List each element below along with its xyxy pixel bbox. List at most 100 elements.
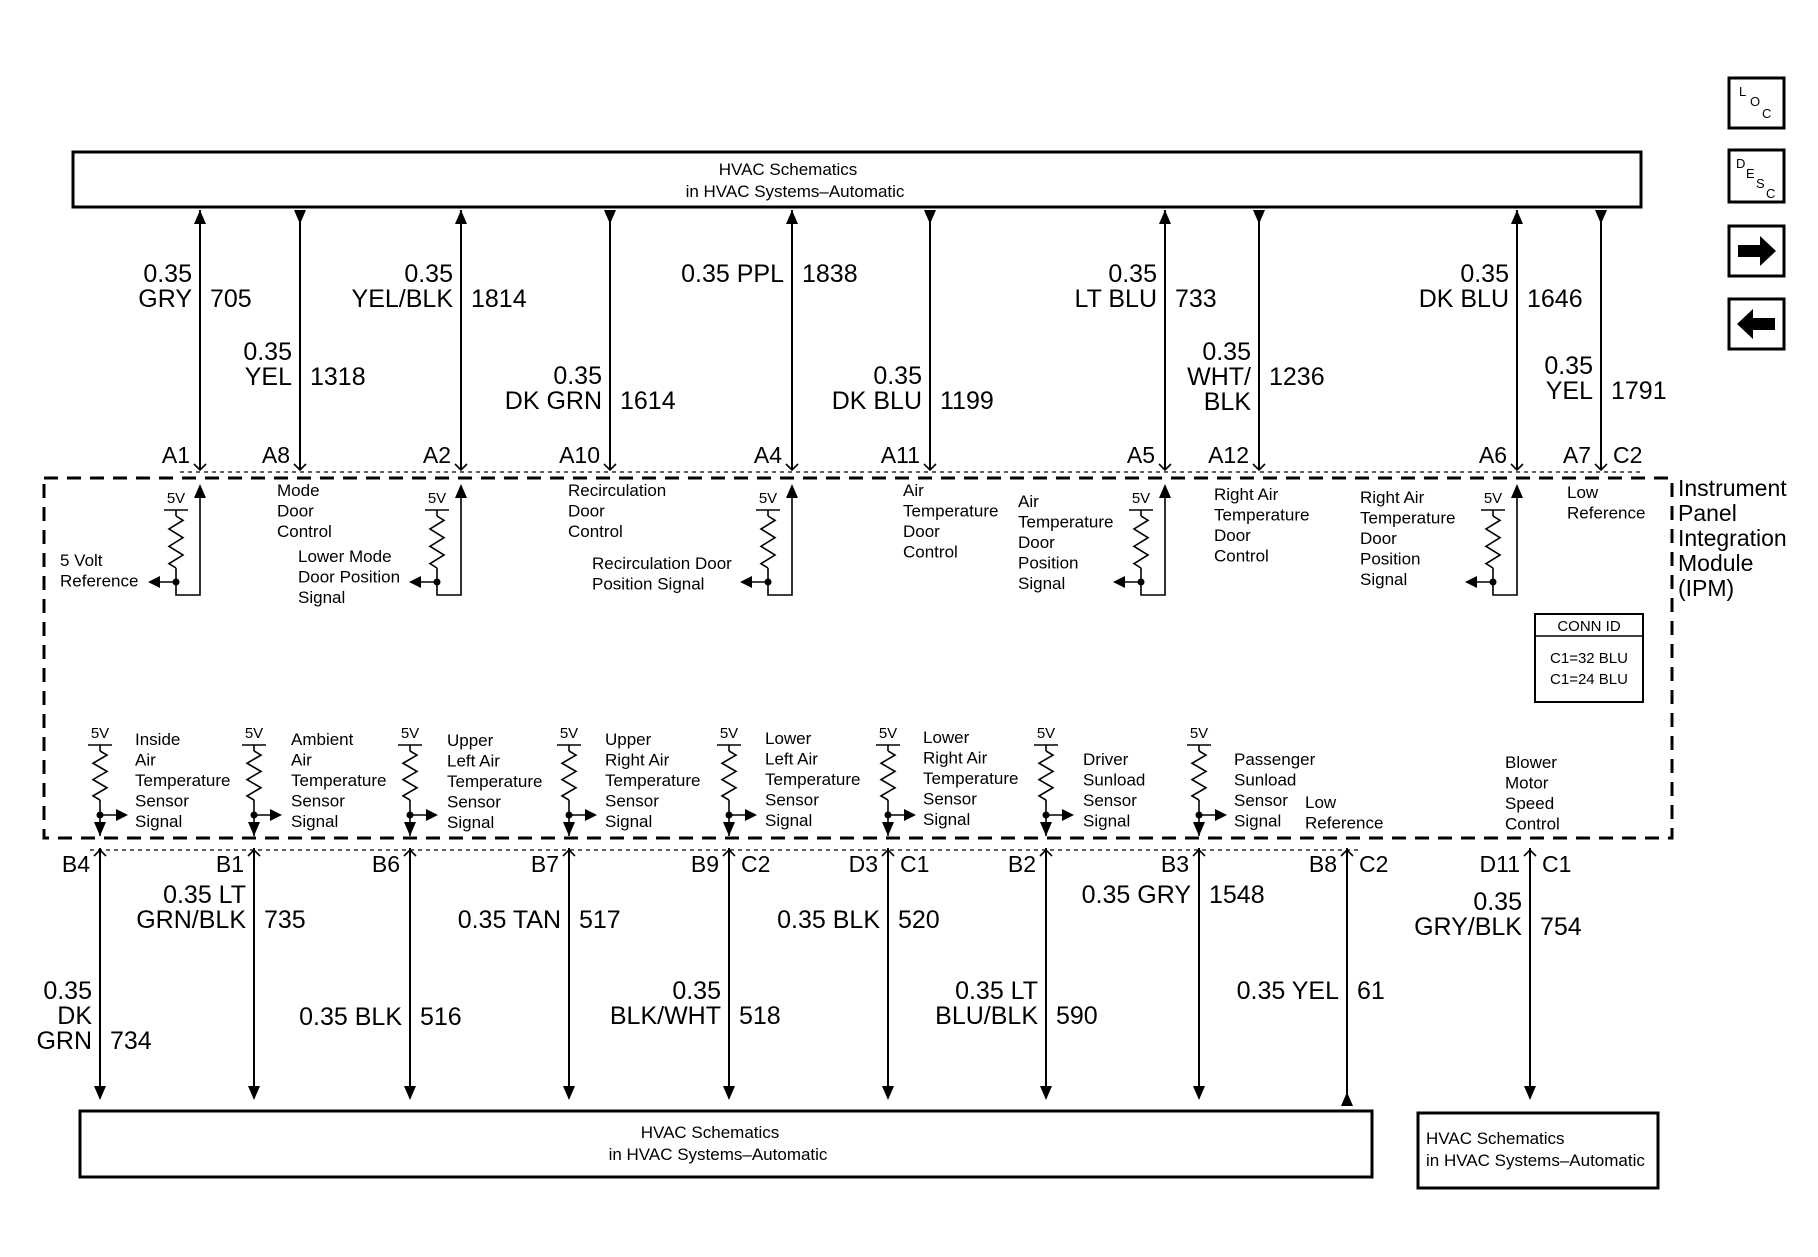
signal-arrow-left: [740, 576, 752, 588]
circuit-number: 1318: [310, 363, 366, 391]
wire-arrow-down: [1253, 210, 1265, 224]
supply-5v-label: 5V: [401, 725, 419, 742]
circuit-label-line: Position: [1360, 550, 1420, 569]
wire-arrow-down: [1193, 1086, 1205, 1100]
bottom-box-line2: in HVAC Systems–Automatic: [609, 1145, 828, 1164]
circuit-label-line: Air: [135, 751, 156, 770]
circuit-label-line: Signal: [765, 811, 812, 830]
connector-label: C2: [1613, 442, 1642, 468]
circuit-label-line: Driver: [1083, 750, 1129, 769]
pullup-resistor-icon: [91, 750, 109, 801]
connector-chevron: [562, 848, 576, 857]
wire-color-label: 0.35 LT: [955, 977, 1038, 1005]
sensor-pullup-circuit: 5V: [398, 725, 438, 836]
pullup-circuit: 5V: [740, 484, 798, 596]
desc-letter-s: S: [1756, 176, 1765, 191]
ipm-module-name: Instrument Panel Integration Module (IPM…: [1678, 475, 1787, 601]
trace-arrow-down: [404, 822, 416, 836]
pullup-resistor-icon: [1132, 515, 1150, 569]
pin-label: A7: [1563, 442, 1591, 468]
sensor-pullup-circuit: 5V: [88, 725, 128, 836]
wire-arrow-up: [1341, 1092, 1353, 1106]
circuit-label-line: Right Air: [1360, 488, 1425, 507]
circuit-label-line: Air: [903, 481, 924, 500]
circuit-label-line: Lower: [923, 728, 970, 747]
circuit-number: 1236: [1269, 363, 1325, 391]
circuit-label-line: Sunload: [1083, 771, 1145, 790]
circuit-label-line: Signal: [1083, 812, 1130, 831]
module-line4: Module: [1678, 550, 1753, 576]
circuit-label-line: Temperature: [447, 772, 542, 791]
pin-label: A6: [1479, 442, 1507, 468]
circuit-label-line: Right Air: [923, 749, 988, 768]
loc-button[interactable]: L O C: [1727, 76, 1786, 130]
trace-arrow-down: [248, 822, 260, 836]
connector-chevron: [603, 463, 617, 472]
wire-arrow-up: [1511, 210, 1523, 224]
signal-arrow-right: [745, 809, 757, 821]
desc-letter-c: C: [1766, 186, 1775, 201]
circuit-label-line: Door Position: [298, 568, 400, 587]
connector-chevron: [93, 848, 107, 857]
wire-color-label: GRN: [36, 1027, 92, 1055]
circuit-number: 754: [1540, 913, 1582, 941]
wire-arrow-down: [404, 1086, 416, 1100]
desc-button[interactable]: D E S C: [1727, 148, 1786, 204]
circuit-label-line: Sensor: [447, 793, 501, 812]
wire-arrow-up: [1159, 210, 1171, 224]
pin-label: B1: [216, 851, 244, 877]
supply-5v-label: 5V: [1190, 725, 1208, 742]
connector-chevron: [403, 848, 417, 857]
sensor-pullup-circuit: 5V: [557, 725, 597, 836]
desc-letter-e: E: [1746, 166, 1755, 181]
next-page-button[interactable]: [1727, 224, 1786, 278]
supply-5v-label: 5V: [759, 490, 777, 507]
pullup-resistor-icon: [1190, 750, 1208, 801]
connector-chevron: [722, 848, 736, 857]
circuit-label-line: Sensor: [1083, 791, 1137, 810]
circuit-label-line: Reference: [60, 572, 138, 591]
connector-chevron: [193, 463, 207, 472]
wire-color-label: 0.35 YEL: [1237, 977, 1340, 1005]
circuit-label-line: Mode: [277, 481, 320, 500]
wire-arrow-down: [563, 1086, 575, 1100]
wire-color-label: 0.35 PPL: [681, 260, 784, 288]
circuit-number: 1614: [620, 387, 676, 415]
wire-color-label: YEL/BLK: [352, 285, 454, 313]
circuit-number: 590: [1056, 1002, 1098, 1030]
wire-color-label: 0.35: [43, 977, 92, 1005]
circuit-number: 733: [1175, 285, 1217, 313]
circuit-label-line: Left Air: [765, 750, 818, 769]
wire-color-label: 0.35: [1544, 352, 1593, 380]
top-hvac-box: HVAC Schematics in HVAC Systems–Automati…: [71, 150, 1643, 209]
pin-label: A4: [754, 442, 782, 468]
circuit-label-line: Signal: [923, 810, 970, 829]
wire-arrow-down: [924, 210, 936, 224]
connector-label: C2: [1359, 851, 1388, 877]
circuit-number: 516: [420, 1003, 462, 1031]
supply-5v-label: 5V: [91, 725, 109, 742]
circuit-number: 1838: [802, 260, 858, 288]
circuit-label-line: Position: [1018, 554, 1078, 573]
wire-color-label: 0.35 GRY: [1082, 881, 1192, 909]
loc-letter-o: O: [1750, 94, 1760, 109]
circuit-label-line: Control: [1214, 547, 1269, 566]
circuit-label-line: Inside: [135, 730, 180, 749]
connector-chevron: [1523, 848, 1537, 857]
circuit-label-line: Sensor: [765, 791, 819, 810]
connector-chevron: [454, 463, 468, 472]
right-arrow-icon: [1738, 236, 1776, 266]
prev-page-button[interactable]: [1727, 297, 1786, 351]
module-line1: Instrument: [1678, 475, 1787, 501]
